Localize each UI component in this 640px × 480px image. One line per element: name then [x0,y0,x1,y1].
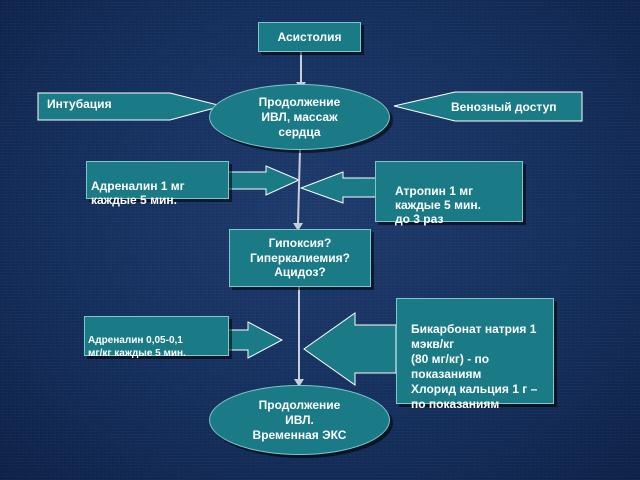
bicarbonate-box: Бикарбонат натрия 1 мэкв/кг (80 мг/кг) -… [396,298,554,411]
connector-center-down [297,148,301,225]
intubation-label: Интубация [47,97,112,111]
adrenaline-box: Адреналин 1 мг каждые 5 мин. [86,161,229,207]
continue-ventilation-massage-label: Продолжение ИВЛ, массаж сердца [258,94,341,139]
adrenaline-dose-box: Адреналин 0,05-0,1 мг/кг каждые 5 мин. [84,316,229,359]
adrenaline-label: Адреналин 1 мг каждые 5 мин. [91,179,185,207]
adrenaline-dose-arrow [226,321,284,359]
continue-ventilation-pacing-label: Продолжение ИВЛ. Временная ЭКС [252,397,347,442]
adrenaline-dose-label: Адреналин 0,05-0,1 мг/кг каждые 5 мин. [88,335,186,359]
causes-box: Гипоксия? Гиперкалиемия? Ацидоз? [229,229,371,287]
arrowhead-to-causes [293,223,303,231]
atropine-arrow [299,171,377,204]
intubation-arrow-shape [37,92,224,121]
adrenaline-arrow [227,165,301,196]
bicarbonate-arrow [303,312,397,386]
continue-ventilation-massage-ellipse: Продолжение ИВЛ, массаж сердца [209,84,390,150]
arrowhead-to-pacing [294,379,304,387]
causes-label: Гипоксия? Гиперкалиемия? Ацидоз? [250,236,350,280]
venous-access-label: Венозный доступ [451,100,557,114]
bicarbonate-label: Бикарбонат натрия 1 мэкв/кг (80 мг/кг) -… [411,322,538,411]
asystole-label: Асистолия [277,30,342,44]
continue-ventilation-pacing-ellipse: Продолжение ИВЛ. Временная ЭКС [209,385,390,455]
atropine-label: Атропин 1 мг каждые 5 мин. до 3 раз [395,184,481,226]
venous-access-arrow-shape [393,91,583,122]
asystole-box: Асистолия [258,22,361,52]
atropine-box: Атропин 1 мг каждые 5 мин. до 3 раз [375,161,523,226]
